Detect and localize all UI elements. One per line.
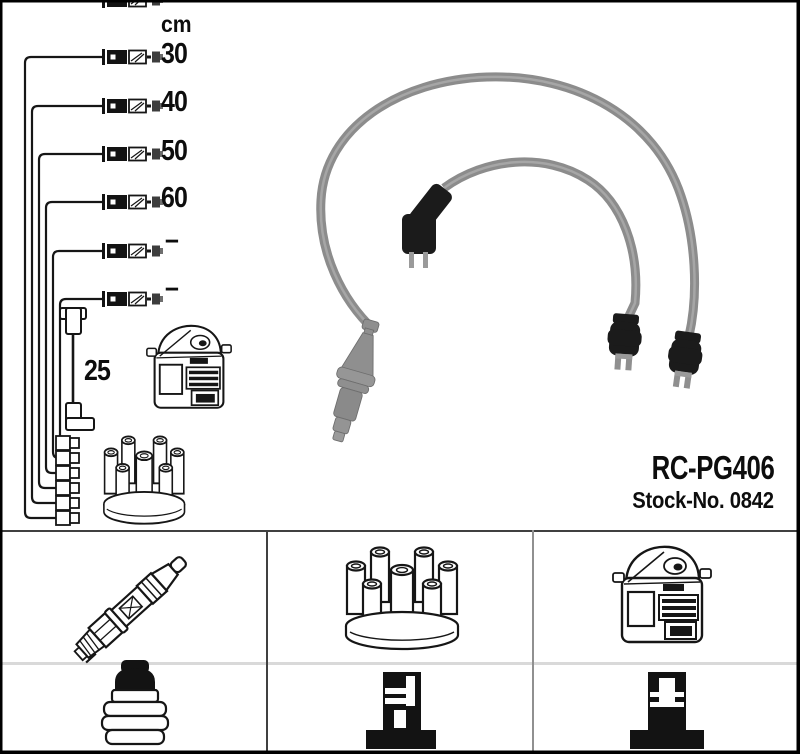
- cable-length-4: 60: [161, 182, 188, 214]
- grid-top-line: [0, 530, 800, 532]
- spark-plug-terminal-nut-icon: [100, 660, 170, 746]
- plug-connector: [605, 312, 644, 372]
- coil-terminal-icon: [366, 672, 436, 749]
- length-unit-header: cm: [161, 11, 192, 37]
- stock-number: Stock-No. 0842: [632, 487, 775, 513]
- distributor-terminal-icon: [630, 672, 704, 749]
- ignition-coil-drawing: [145, 324, 233, 409]
- legend-grid: [0, 530, 800, 752]
- grid-col-divider-2: [532, 530, 534, 752]
- cable-length-5: –: [165, 224, 179, 256]
- distributor-cap-drawing: [102, 435, 186, 525]
- grid-row-divider: [0, 662, 800, 665]
- cable-length-diagram: [23, 0, 233, 526]
- coil-boot: [332, 318, 380, 443]
- elbow-boot: [402, 183, 452, 268]
- distributor-terminals: [55, 435, 80, 526]
- cable-length-2: 40: [161, 86, 188, 118]
- cable-set-photo: [316, 72, 706, 443]
- ignition-coil-icon: [611, 545, 713, 644]
- coil-cable-drawing: [59, 307, 95, 431]
- cable-length-6: –: [165, 272, 179, 304]
- plug-connector: [663, 329, 706, 390]
- grid-col-divider-1: [266, 530, 268, 752]
- inner-cable: [441, 157, 641, 320]
- distributor-cap-icon: [344, 546, 460, 651]
- cable-length-1: 30: [161, 38, 188, 70]
- coil-cable-length: 25: [84, 355, 111, 387]
- part-code: RC-PG406: [651, 449, 774, 486]
- spark-plug-icon: [67, 548, 194, 667]
- cable-connectors: [101, 0, 164, 308]
- cable-length-3: 50: [161, 135, 188, 167]
